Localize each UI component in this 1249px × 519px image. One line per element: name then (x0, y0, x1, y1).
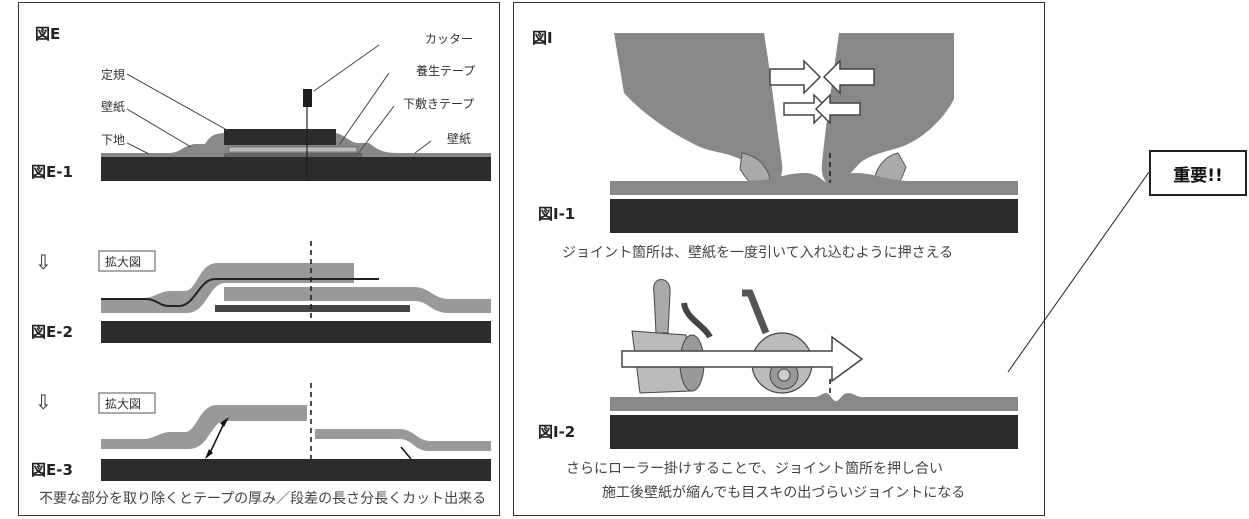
label-wallpaper-left: 壁紙 (101, 99, 125, 114)
step-arrow (400, 446, 412, 460)
label-cutter: カッター (425, 32, 473, 46)
down-arrow-icon: ⇩ (35, 250, 52, 274)
figure-i-drawing: 図I 図I-1 ジョイント箇所は、壁紙を一度引いて入れ込むように押さえる 図I-… (532, 29, 1018, 501)
wallpaper-layer (610, 393, 1018, 411)
wallpaper-lower (224, 287, 414, 301)
tag-enlarged-2: 拡大図 (105, 397, 141, 411)
under-tape-shape (224, 153, 362, 157)
push-arrows (769, 59, 875, 125)
label-under-tape: 下敷きテープ (403, 96, 474, 111)
figure-e-title: 図E (35, 25, 60, 43)
figure-i-title: 図I (532, 29, 553, 47)
wallpaper-layer (610, 173, 1018, 195)
figure-e-panel: 図E 定規 壁紙 下地 カッター 養生テープ 下敷きテープ 壁紙 図E-1 ⇩ … (18, 2, 500, 516)
ruler-shape (224, 129, 336, 145)
figure-e-caption: 不要な部分を取り除くとテープの厚み／段差の長さ分長くカット出来る (39, 491, 486, 507)
curing-tape-shape (228, 146, 358, 153)
substrate-layer (610, 199, 1018, 233)
important-note: 重要!! (1149, 150, 1247, 196)
under-tape-shape (215, 305, 410, 312)
thickness-arrow (208, 420, 226, 456)
wallpaper-upper (101, 263, 354, 313)
label-ruler: 定規 (101, 67, 125, 82)
label-curing-tape: 養生テープ (416, 63, 475, 78)
figure-e1-label: 図E-1 (31, 163, 73, 181)
left-hand-shape (614, 33, 783, 188)
figure-i-panel: 図I 図I-1 ジョイント箇所は、壁紙を一度引いて入れ込むように押さえる 図I-… (513, 2, 1045, 516)
down-arrow-icon: ⇩ (35, 390, 52, 414)
label-substrate: 下地 (101, 133, 125, 147)
substrate-layer (101, 157, 491, 181)
label-wallpaper-right: 壁紙 (447, 131, 471, 146)
substrate-layer (101, 459, 491, 481)
cutter-shape (303, 89, 312, 107)
figure-i1-label: 図I-1 (538, 205, 575, 223)
wallpaper-right-cut (315, 429, 491, 451)
wallpaper-left-cut (101, 405, 307, 449)
direction-arrow (621, 335, 864, 383)
figure-i2-caption-line2: 施工後壁紙が縮んでも目スキの出づらいジョイントになる (602, 485, 965, 501)
figure-i2-label: 図I-2 (538, 423, 575, 441)
figure-e3-label: 図E-3 (31, 461, 73, 479)
figure-i2-caption-line1: さらにローラー掛けすることで、ジョイント箇所を押し合い (566, 460, 943, 477)
figure-e2-label: 図E-2 (31, 323, 73, 341)
substrate-layer (101, 321, 491, 343)
figure-e-drawing: 図E 定規 壁紙 下地 カッター 養生テープ 下敷きテープ 壁紙 図E-1 ⇩ … (31, 25, 491, 507)
tag-enlarged-1: 拡大図 (105, 255, 141, 269)
figure-i1-caption: ジョイント箇所は、壁紙を一度引いて入れ込むように押さえる (562, 244, 953, 261)
substrate-layer (610, 415, 1018, 449)
